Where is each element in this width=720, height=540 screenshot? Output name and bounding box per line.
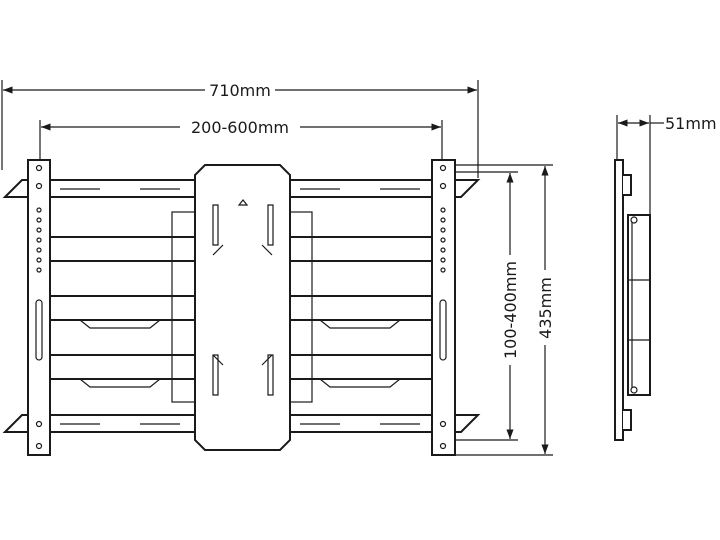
vesa-height-label: 100-400mm bbox=[501, 261, 520, 359]
side-view: 51mm bbox=[614, 114, 717, 441]
dimension-overall-width: 710mm bbox=[1, 80, 479, 178]
center-wall-plate bbox=[194, 164, 291, 451]
depth-label: 51mm bbox=[665, 114, 717, 133]
vertical-brackets bbox=[27, 159, 456, 456]
overall-height-label: 435mm bbox=[536, 277, 555, 339]
overall-width-label: 710mm bbox=[209, 81, 271, 100]
dimension-arm-span: 200-600mm bbox=[39, 118, 443, 160]
swing-arms bbox=[49, 211, 433, 403]
dimension-vesa-height: 100-400mm bbox=[455, 171, 520, 441]
front-view bbox=[2, 159, 481, 456]
dimension-overall-height: 435mm bbox=[455, 164, 555, 456]
arm-span-label: 200-600mm bbox=[191, 118, 289, 137]
